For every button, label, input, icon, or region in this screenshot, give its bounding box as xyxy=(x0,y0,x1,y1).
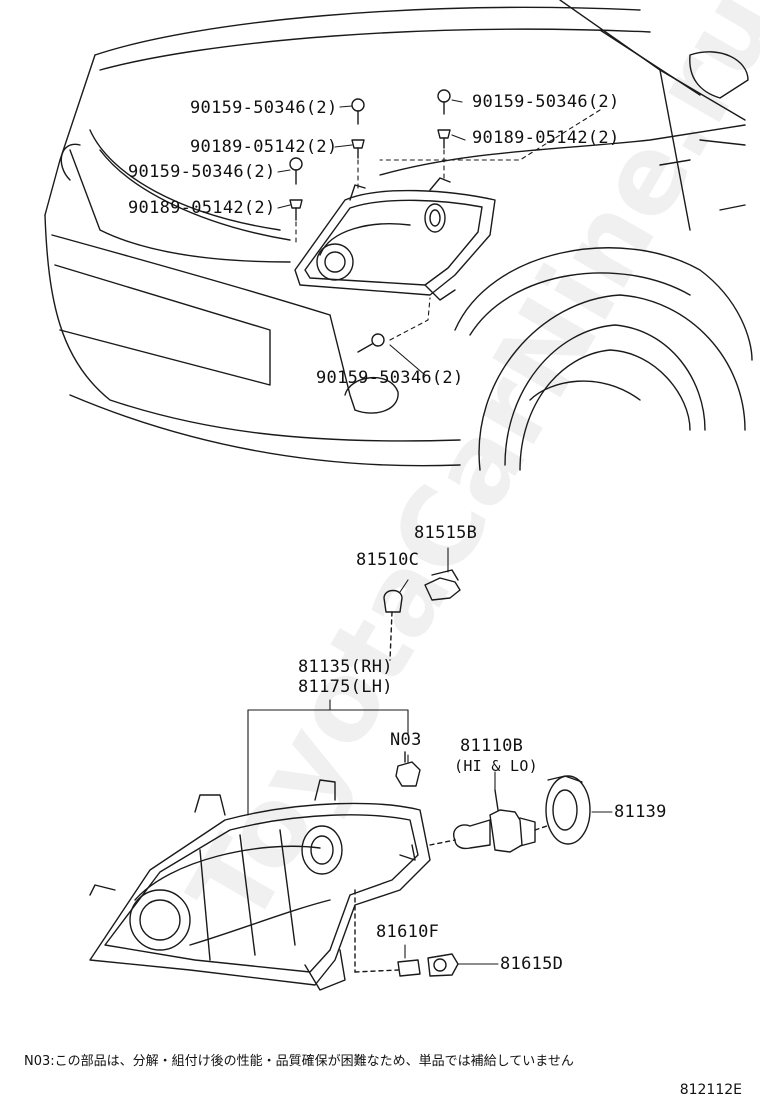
label-hi-lo: (HI & LO) xyxy=(454,757,538,775)
label-81510c: 81510C xyxy=(356,550,420,570)
label-clip-left-1: 90189-05142(2) xyxy=(190,137,338,157)
label-81110b: 81110B xyxy=(460,736,524,756)
footnote: N03:この部品は、分解・組付け後の性能・品質確保が困難なため、単品では補給して… xyxy=(24,1054,574,1069)
label-81610f: 81610F xyxy=(376,922,440,942)
label-clip-left-2: 90189-05142(2) xyxy=(128,198,276,218)
n03-part xyxy=(395,751,421,787)
label-bolt-left-2: 90159-50346(2) xyxy=(128,162,276,182)
main-bulb-and-cap xyxy=(429,775,591,853)
fasteners-top xyxy=(289,89,451,353)
label-81175-lh: 81175(LH) xyxy=(298,677,393,697)
label-81139: 81139 xyxy=(614,802,667,822)
car-front-outline xyxy=(44,0,753,471)
label-bolt-left-1: 90159-50346(2) xyxy=(190,98,338,118)
bulbs-upper xyxy=(383,569,461,661)
label-bolt-bottom: 90159-50346(2) xyxy=(316,368,464,388)
label-n03: N03 xyxy=(390,730,422,750)
headlamp-unit-exploded xyxy=(89,779,431,991)
label-bolt-right: 90159-50346(2) xyxy=(472,92,620,112)
label-clip-right: 90189-05142(2) xyxy=(472,128,620,148)
label-81135-rh: 81135(RH) xyxy=(298,657,393,677)
headlamp-installed xyxy=(294,177,496,301)
label-81615d: 81615D xyxy=(500,954,564,974)
figure-number: 812112E xyxy=(679,1082,742,1098)
label-81515b: 81515B xyxy=(414,523,478,543)
leader-lines-bottom xyxy=(247,547,613,965)
side-bulb-and-socket xyxy=(354,889,459,977)
leader-lines-top xyxy=(277,99,601,376)
